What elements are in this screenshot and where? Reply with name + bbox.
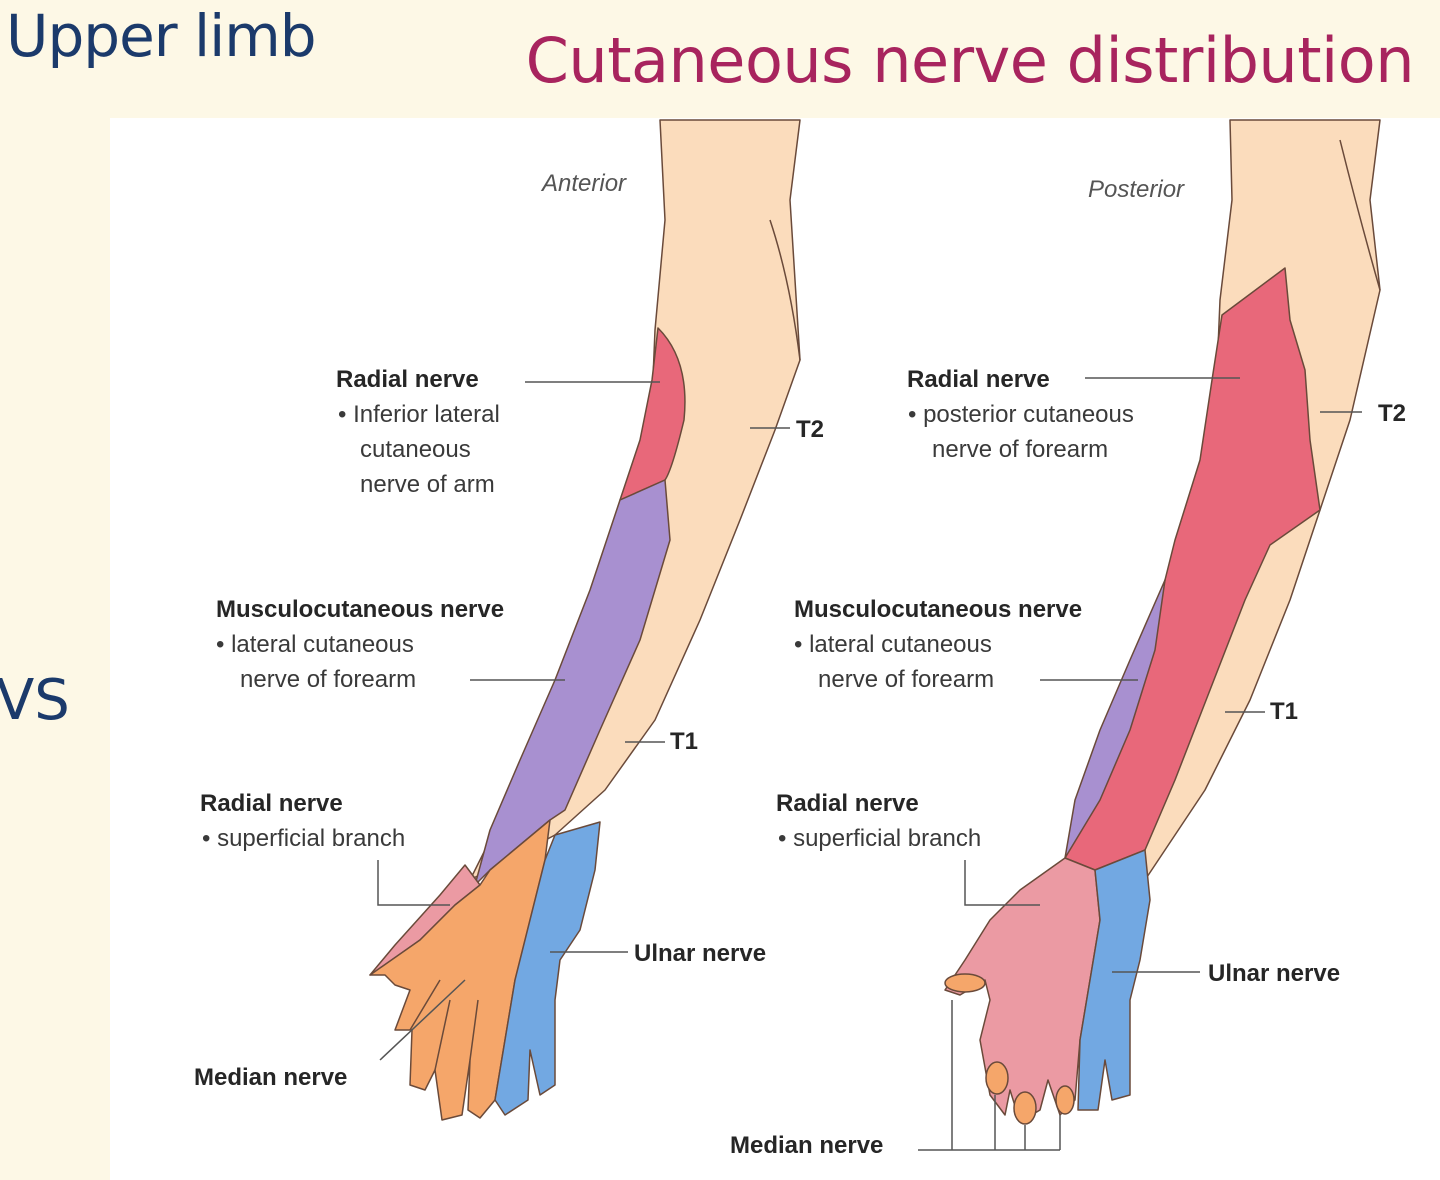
anterior-ulnar-name: Ulnar nerve: [634, 940, 767, 967]
anterior-musculo-name: Musculocutaneous nerve: [216, 596, 505, 623]
posterior-musculo-name: Musculocutaneous nerve: [794, 596, 1083, 623]
posterior-radial-upper-line1: • posterior cutaneous: [908, 401, 1134, 428]
posterior-t2-label: T2: [1378, 400, 1407, 427]
posterior-musculo-line1: • lateral cutaneous: [794, 631, 992, 658]
posterior-median-tip-3: [1013, 1091, 1037, 1125]
anterior-t1-label: T1: [670, 728, 699, 755]
posterior-radial-upper-line2: nerve of forearm: [932, 436, 1109, 463]
posterior-median-tip-2: [985, 1061, 1009, 1095]
posterior-arm: [944, 119, 1381, 1125]
anterior-radial-upper-line1: • Inferior lateral: [338, 401, 500, 428]
anterior-radial-upper-name: Radial nerve: [336, 366, 479, 393]
slide-title: Upper limb: [6, 2, 317, 70]
anterior-t2-label: T2: [796, 416, 825, 443]
posterior-view-label: Posterior: [1088, 176, 1185, 203]
posterior-radial-lower-line1: • superficial branch: [778, 825, 982, 852]
posterior-median-tip-1: [944, 973, 986, 993]
posterior-median-tip-4: [1055, 1085, 1075, 1115]
posterior-median-name: Median nerve: [730, 1132, 884, 1159]
anterior-musculo-line2: nerve of forearm: [240, 666, 417, 693]
side-text: VS: [0, 668, 70, 733]
posterior-ulnar-name: Ulnar nerve: [1208, 960, 1341, 987]
anterior-musculo-line1: • lateral cutaneous: [216, 631, 414, 658]
anterior-radial-upper-line2: cutaneous: [360, 436, 471, 463]
posterior-ulnar-region: [1077, 849, 1151, 1111]
posterior-musculo-line2: nerve of forearm: [818, 666, 995, 693]
dermatome-figure: Anterior Radial nerve • Inferior lateral…: [110, 118, 1440, 1180]
leader-lines: [377, 377, 1362, 1151]
posterior-radial-lower-name: Radial nerve: [776, 790, 919, 817]
anterior-radial-upper-line3: nerve of arm: [360, 471, 495, 498]
slide-subtitle: Cutaneous nerve distribution: [525, 24, 1415, 97]
posterior-t1-label: T1: [1270, 698, 1299, 725]
posterior-radial-upper-name: Radial nerve: [907, 366, 1050, 393]
anterior-view-label: Anterior: [542, 170, 627, 197]
arm-illustration: [369, 119, 1381, 1151]
anterior-radial-lower-line1: • superficial branch: [202, 825, 406, 852]
anterior-radial-lower-name: Radial nerve: [200, 790, 343, 817]
anterior-median-name: Median nerve: [194, 1064, 348, 1091]
anterior-ulnar-region: [494, 821, 601, 1116]
anterior-arm: [369, 119, 801, 1121]
